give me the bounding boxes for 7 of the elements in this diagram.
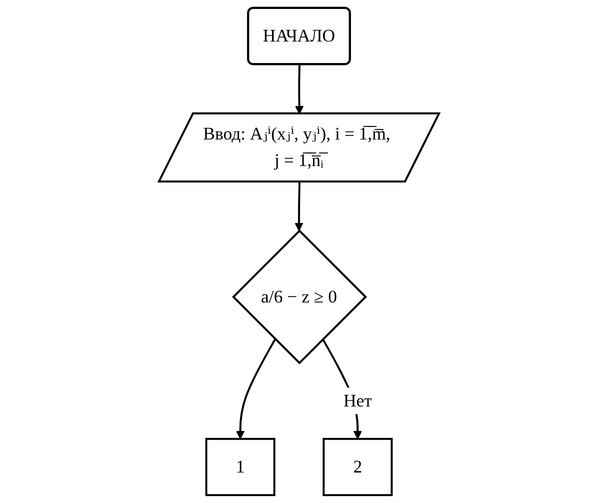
arrow	[235, 338, 276, 440]
arrow	[294, 182, 303, 232]
arrow	[294, 64, 304, 114]
node-box: 2	[322, 438, 392, 496]
node-diamond: a/6 − z ≥ 0	[232, 229, 366, 364]
edge-label: Нет	[342, 390, 372, 410]
node-box: 1	[204, 438, 275, 496]
